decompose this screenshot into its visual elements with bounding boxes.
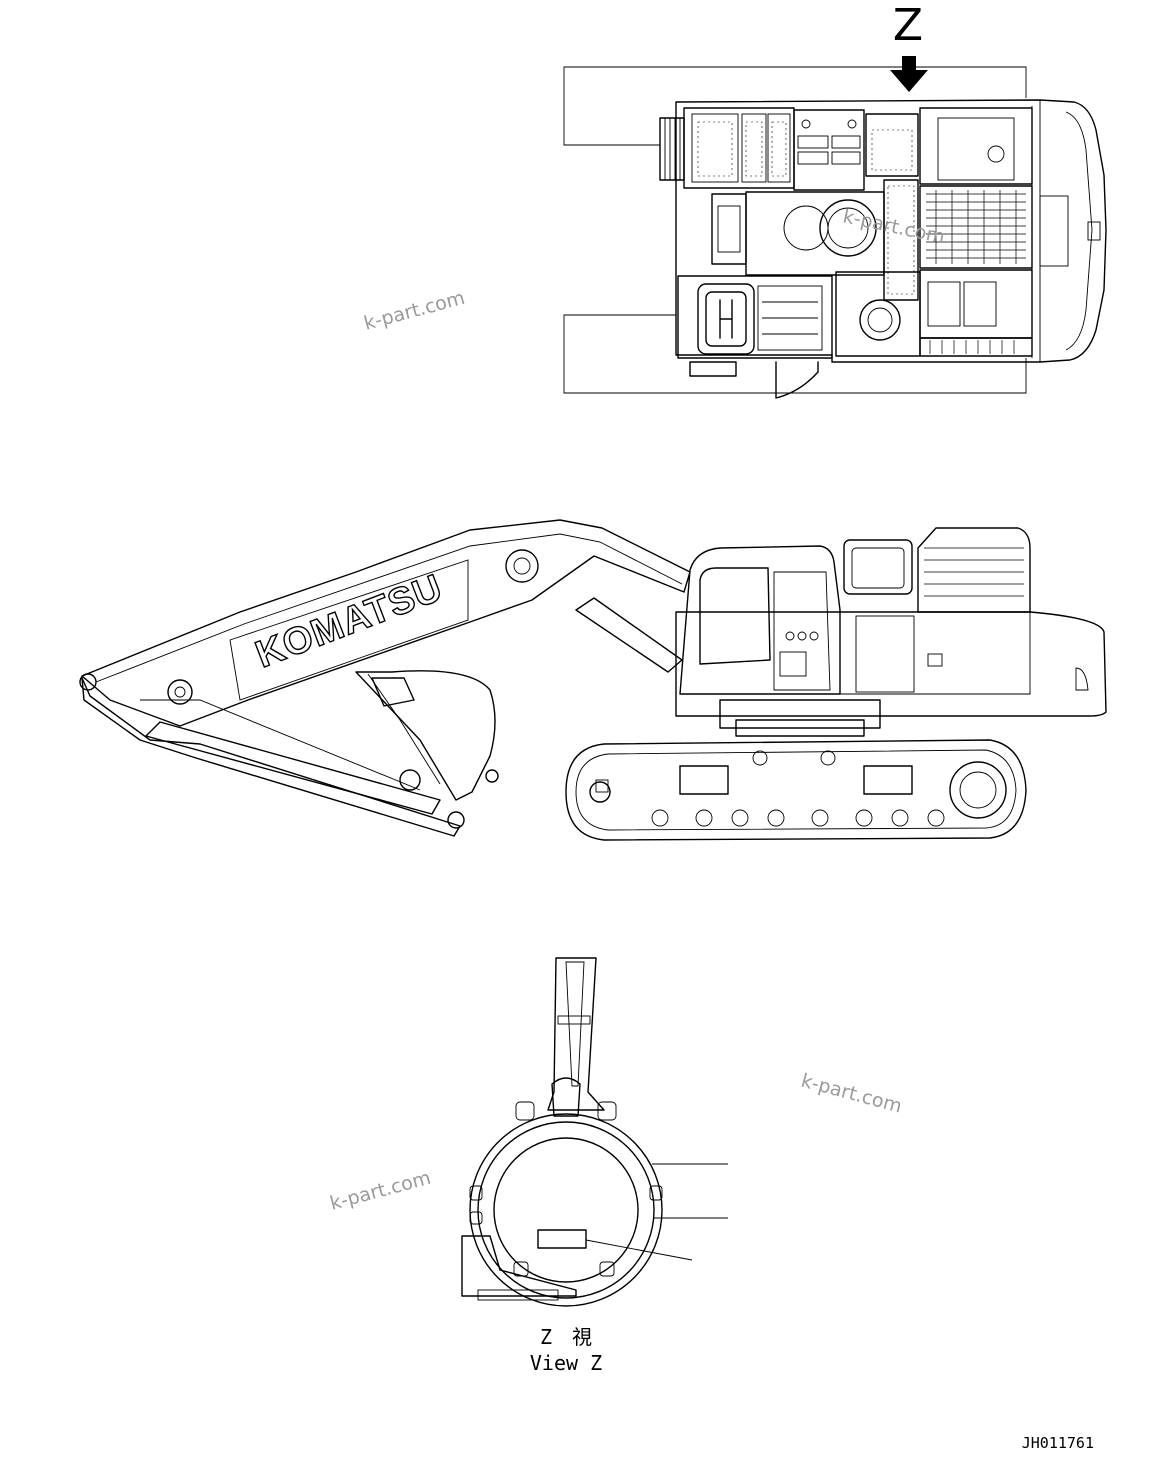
view-z-marker-label: Z <box>893 0 923 51</box>
drawing-number: JH011761 <box>1022 1434 1094 1452</box>
grid-dots-a <box>697 121 787 177</box>
side-view: KOMATSU <box>79 519 1107 841</box>
callout-leader-upper <box>563 66 1027 146</box>
view-z-caption-en: View Z <box>530 1351 602 1375</box>
view-z-caption-jp: Z 視 <box>540 1325 592 1349</box>
arrow-down-icon <box>890 56 928 92</box>
brand-logo-text: KOMATSU <box>250 567 448 677</box>
watermark-2: k-part.com <box>841 205 947 248</box>
view-z-detail: Z 視 View Z <box>461 957 728 1375</box>
top-view: Z <box>563 0 1107 399</box>
callout-leader-lower <box>563 314 1027 394</box>
watermark-4: k-part.com <box>328 1167 434 1215</box>
engine-side-grill <box>924 547 1024 597</box>
engine-hood-grill <box>926 190 1026 264</box>
track-rollers <box>651 750 945 827</box>
watermark-1: k-part.com <box>362 287 468 335</box>
watermark-3: k-part.com <box>799 1070 905 1118</box>
